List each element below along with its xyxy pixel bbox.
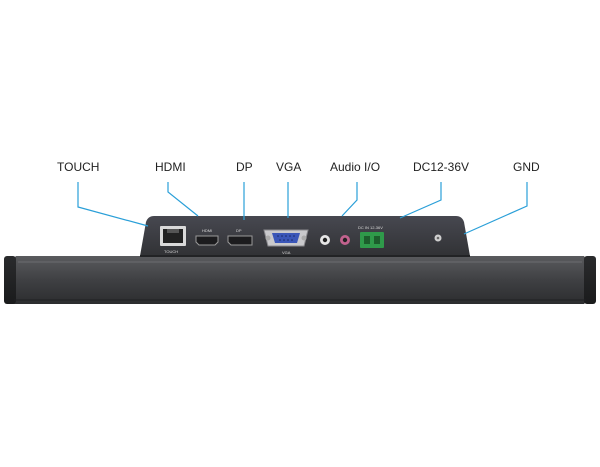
- dc-terminal-block: [360, 232, 384, 248]
- callout-lines: [77, 182, 528, 235]
- audio-leader-line: [341, 182, 358, 217]
- dp-port-label: DP: [236, 228, 242, 233]
- gnd-callout-label: GND: [513, 160, 540, 174]
- hdmi-callout-label: HDMI: [155, 160, 186, 174]
- touch-port-label: TOUCH: [164, 249, 178, 254]
- vga-port-label: VGA: [282, 250, 291, 255]
- touch-leader-line: [77, 182, 149, 227]
- dc-leader-line: [399, 182, 442, 219]
- bezel-left-edge: [4, 256, 16, 304]
- vga-callout-label: VGA: [276, 160, 302, 174]
- gnd-leader-line: [463, 182, 528, 235]
- hdmi-leader-line: [167, 182, 199, 217]
- monitor-bezel: [10, 256, 588, 304]
- audio-callout-label: Audio I/O: [330, 160, 381, 174]
- dc-port-label: DC IN 12-36V: [358, 225, 383, 230]
- hdmi-port-label: HDMI: [202, 228, 212, 233]
- hdmi-port: [195, 235, 219, 246]
- touch-callout-label: TOUCH: [57, 160, 100, 174]
- dc-callout-label: DC12-36V: [413, 160, 470, 174]
- dp-callout-label: DP: [236, 160, 253, 174]
- bezel-right-edge: [584, 256, 596, 304]
- dp-port: [227, 235, 253, 246]
